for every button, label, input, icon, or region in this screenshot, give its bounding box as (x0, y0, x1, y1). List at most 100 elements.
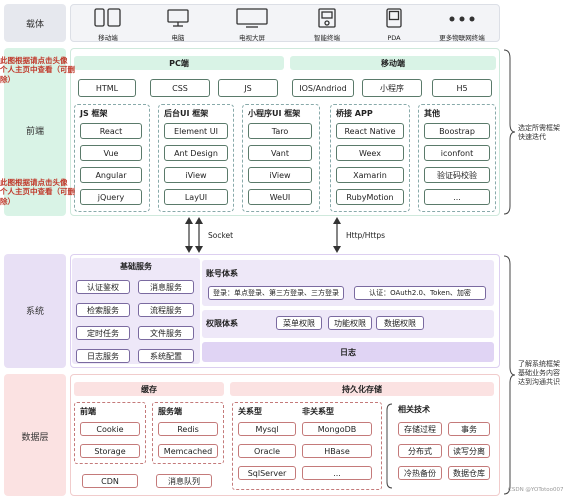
cache-header: 缓存 (74, 382, 224, 396)
tech-bracket (386, 403, 393, 489)
mq-box: 消息队列 (156, 474, 212, 488)
group-item: RubyMotion (336, 189, 404, 205)
group-js (74, 104, 150, 212)
relational-item: Oracle (238, 444, 296, 458)
group-item: Element UI (164, 123, 228, 139)
watermark-bottom: 此图根据请点击头像 个人主页中查看（可删 除） (0, 178, 75, 206)
basic-service-item: 定时任务 (76, 326, 130, 340)
group-item: iconfont (424, 145, 490, 161)
device-pda: PDA (376, 7, 412, 41)
relational-item: Mysql (238, 422, 296, 436)
connector-socket (185, 217, 203, 253)
basic-service-item: 检索服务 (76, 303, 130, 317)
device-label: 移动端 (98, 33, 118, 42)
permission-item: 菜单权限 (276, 316, 322, 330)
group-item: ... (424, 189, 490, 205)
device-tv: 电视大屏 (226, 7, 278, 41)
pc-item-html: HTML (78, 79, 136, 97)
log-bar: 日志 (202, 342, 494, 362)
device-smart-terminal: 智能终端 (306, 7, 348, 41)
nonrelational-item: MongoDB (302, 422, 372, 436)
group-item: iView (248, 167, 312, 183)
group-item: Vue (80, 145, 142, 161)
nonrelational-item: ... (302, 466, 372, 480)
group-item: Xamarin (336, 167, 404, 183)
cache-server-item: Memcached (158, 444, 218, 458)
device-label: 更多物联网终端 (439, 33, 485, 42)
relational-item: SqlServer (238, 466, 296, 480)
socket-label: Socket (208, 231, 234, 240)
persist-db-group (232, 402, 382, 490)
nonrelational-item: HBase (302, 444, 372, 458)
account-auth: 认证：OAuth2.0、Token、加密 (354, 286, 486, 300)
group-item: LayUI (164, 189, 228, 205)
pda-icon (386, 8, 402, 28)
pc-item-css: CSS (150, 79, 210, 97)
cdn-box: CDN (82, 474, 138, 488)
cache-frontend-item: Cookie (80, 422, 140, 436)
basic-service-item: 日志服务 (76, 349, 130, 363)
group-item: WeUI (248, 189, 312, 205)
cache-frontend-group (74, 402, 146, 464)
cache-server-item: Redis (158, 422, 218, 436)
mobile-header: 移动端 (290, 56, 496, 70)
carrier-devices-panel (70, 4, 500, 42)
pc-header: PC端 (74, 56, 284, 70)
permission-item: 功能权限 (328, 316, 372, 330)
connector-http (333, 217, 341, 253)
device-pc: 电脑 (158, 7, 198, 41)
nonrelational-title: 非关系型 (302, 407, 334, 416)
brace-system-data (503, 255, 516, 495)
group-item: Boostrap (424, 123, 490, 139)
device-label: PDA (387, 33, 401, 42)
data-layer-label-bg (4, 374, 66, 496)
group-item: Taro (248, 123, 312, 139)
cache-server-title: 服务端 (158, 407, 182, 416)
tech-item: 事务 (448, 422, 490, 436)
carrier-layer-label: 载体 (25, 19, 44, 30)
persist-header: 持久化存储 (230, 382, 494, 396)
group-title: 后台UI 框架 (164, 109, 209, 118)
group-miniprogram-ui (242, 104, 320, 212)
brace-frontend (503, 49, 516, 215)
device-label: 电脑 (171, 33, 185, 42)
frontend-layer-label: 前端 (25, 126, 44, 137)
credit-text: CSDN @YOTotoo007 (508, 487, 564, 493)
cache-frontend-item: Storage (80, 444, 140, 458)
pc-icon (167, 9, 189, 27)
group-title: 桥接 APP (336, 109, 373, 118)
group-item: Weex (336, 145, 404, 161)
basic-services-title: 基础服务 (120, 261, 152, 271)
more-icon (449, 16, 475, 22)
group-admin-ui (158, 104, 234, 212)
group-item: Angular (80, 167, 142, 183)
carrier-layer-label-bg (4, 4, 66, 42)
mobile-icon (94, 8, 121, 27)
mobile-item-ios: IOS/Andriod (292, 79, 354, 97)
cache-server-group (152, 402, 224, 464)
group-item: 验证码校验 (424, 167, 490, 183)
tech-title: 相关技术 (398, 405, 430, 414)
device-label: 智能终端 (314, 33, 340, 42)
watermark-top: 此图根据请点击头像 个人主页中查看（可删 除） (0, 56, 75, 84)
basic-service-item: 流程服务 (138, 303, 194, 317)
mobile-item-miniprogram: 小程序 (362, 79, 422, 97)
group-item: Ant Design (164, 145, 228, 161)
pc-item-js: JS (218, 79, 278, 97)
system-layer-label-bg (4, 254, 66, 368)
frontend-layer-label-bg (4, 48, 66, 216)
basic-service-item: 认证鉴权 (76, 280, 130, 294)
account-login: 登录：单点登录、第三方登录、三方登录 (208, 286, 344, 300)
device-mobile: 移动端 (86, 7, 130, 41)
data-layer-label: 数据层 (21, 432, 49, 443)
group-item: iView (164, 167, 228, 183)
group-title: 小程序UI 框架 (248, 109, 301, 118)
tech-item: 存储过程 (398, 422, 442, 436)
permission-title: 权限体系 (206, 319, 238, 328)
basic-service-item: 文件服务 (138, 326, 194, 340)
system-data-note: 了解系统框架 基础业务内容 达到沟通共识 (518, 360, 560, 386)
mobile-item-h5: H5 (432, 79, 492, 97)
tech-item: 分布式 (398, 444, 442, 458)
tech-item: 数据仓库 (448, 466, 490, 480)
smart-terminal-icon (318, 8, 336, 28)
